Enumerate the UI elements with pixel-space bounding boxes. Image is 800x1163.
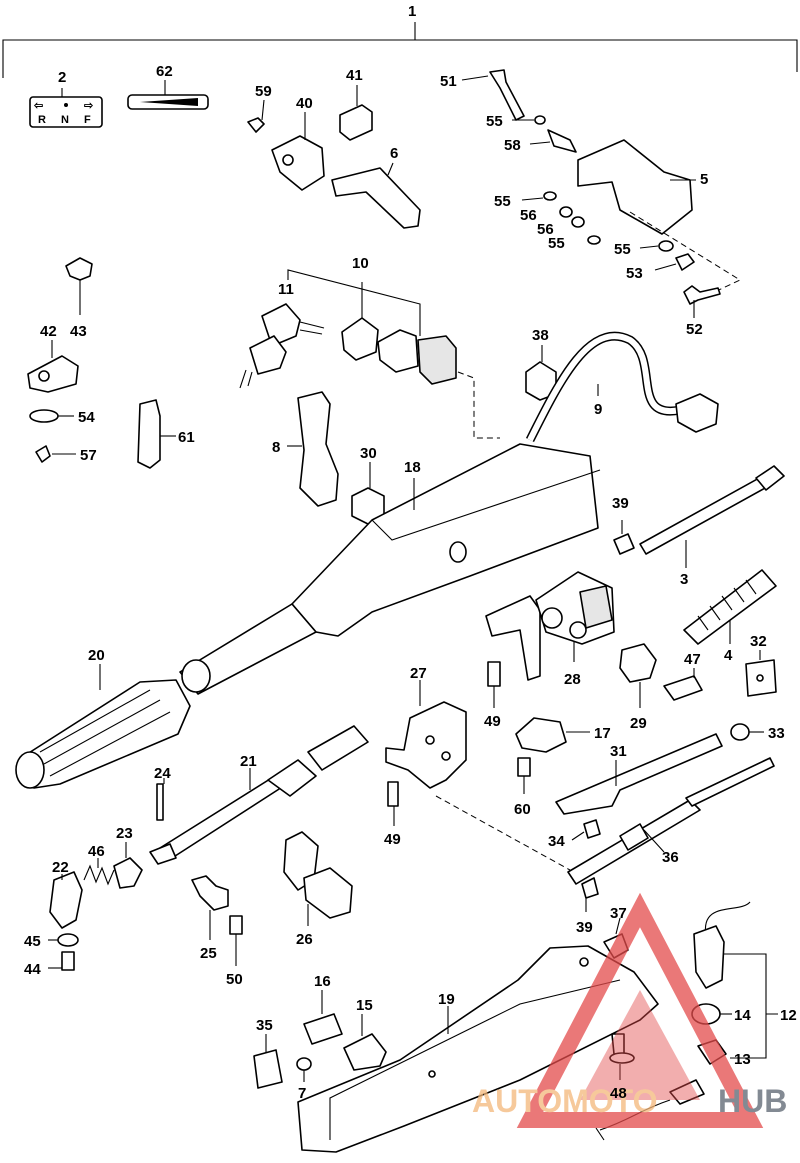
shift-letter-n: N [61, 114, 69, 126]
callout-36: 36 [662, 849, 679, 866]
callout-14: 14 [734, 1007, 751, 1024]
lower-bracket [385, 680, 571, 871]
callout-57: 57 [80, 447, 97, 464]
shift-letter-f: F [84, 114, 91, 126]
indicator-tape [127, 80, 209, 110]
shift-indicator-plate: ⇦ ⇨ R N F [29, 88, 103, 128]
throttle-cable [567, 757, 775, 912]
callout-41: 41 [346, 67, 363, 84]
callout-26: 26 [296, 931, 313, 948]
callout-44: 44 [24, 961, 41, 978]
callout-52: 52 [686, 321, 703, 338]
callout-39a: 39 [612, 495, 629, 512]
callout-17: 17 [594, 725, 611, 742]
callout-55d: 55 [614, 241, 631, 258]
callout-labels: 1 2 62 59 40 41 6 51 55 58 5 55 56 56 55… [24, 3, 797, 1102]
callout-10: 10 [352, 255, 369, 272]
callout-1: 1 [408, 3, 416, 20]
callout-5: 5 [700, 171, 708, 188]
right-arrow-icon: ⇨ [84, 100, 94, 112]
callout-33: 33 [768, 725, 785, 742]
callout-39b: 39 [576, 919, 593, 936]
callout-55b: 55 [494, 193, 511, 210]
callout-56a: 56 [520, 207, 537, 224]
callout-37: 37 [610, 905, 627, 922]
callout-55a: 55 [486, 113, 503, 130]
callout-4: 4 [724, 647, 733, 664]
shift-mechanism [485, 571, 777, 741]
callout-49b: 49 [384, 831, 401, 848]
callout-34: 34 [548, 833, 565, 850]
callout-9: 9 [594, 401, 602, 418]
callout-59: 59 [255, 83, 272, 100]
callout-49a: 49 [484, 713, 501, 730]
callout-6: 6 [390, 145, 398, 162]
automotohub-watermark-logo: AUTOMOTO HUB [472, 892, 787, 1128]
switch-bracket-assembly [247, 85, 421, 229]
callout-19: 19 [438, 991, 455, 1008]
callout-12: 12 [780, 1007, 797, 1024]
watermark-text-automoto: AUTOMOTO [472, 1083, 657, 1119]
callout-53: 53 [626, 265, 643, 282]
tilt-bracket-assembly [461, 69, 742, 318]
left-arrow-icon: ⇦ [33, 100, 43, 112]
callout-21: 21 [240, 753, 257, 770]
callout-45: 45 [24, 933, 41, 950]
shift-lever [287, 391, 385, 525]
callout-60: 60 [514, 801, 531, 818]
callout-11: 11 [278, 281, 294, 298]
ignition-key-set [239, 269, 457, 389]
callout-30: 30 [360, 445, 377, 462]
callout-38: 38 [532, 327, 549, 344]
callout-50: 50 [226, 971, 243, 988]
callout-61: 61 [178, 429, 195, 446]
callout-22: 22 [52, 859, 69, 876]
group-bracket [2, 22, 798, 78]
callout-7: 7 [298, 1085, 306, 1102]
shift-cable-assembly [613, 465, 785, 645]
cable-clamps [191, 831, 353, 966]
callout-40: 40 [296, 95, 313, 112]
callout-54: 54 [78, 409, 95, 426]
throttle-grip [15, 664, 191, 789]
wiring-harness [457, 331, 719, 443]
callout-2: 2 [58, 69, 66, 86]
trim-small-parts [27, 257, 176, 469]
cover-and-link [515, 717, 723, 815]
callout-46: 46 [88, 843, 105, 860]
callout-48: 48 [610, 1085, 627, 1102]
callout-35: 35 [256, 1017, 273, 1034]
callout-56b: 56 [537, 221, 554, 238]
throttle-friction-parts [48, 842, 143, 971]
callout-16: 16 [314, 973, 331, 990]
callout-43: 43 [70, 323, 87, 340]
callout-8: 8 [272, 439, 280, 456]
callout-29: 29 [630, 715, 647, 732]
callout-55c: 55 [548, 235, 565, 252]
callout-51: 51 [440, 73, 457, 90]
bottom-cover [253, 945, 659, 1153]
throttle-shaft [149, 725, 369, 865]
callout-32: 32 [750, 633, 767, 650]
callout-18: 18 [404, 459, 421, 476]
callout-31: 31 [610, 743, 627, 760]
watermark-text-hub: HUB [718, 1083, 787, 1119]
callout-3: 3 [680, 571, 688, 588]
callout-23: 23 [116, 825, 133, 842]
callout-47: 47 [684, 651, 701, 668]
callout-20: 20 [88, 647, 105, 664]
callout-58: 58 [504, 137, 521, 154]
callout-24: 24 [154, 765, 171, 782]
callout-15: 15 [356, 997, 373, 1014]
callout-25: 25 [200, 945, 217, 962]
callout-27: 27 [410, 665, 427, 682]
tiller-handle-body [179, 443, 601, 695]
callout-13: 13 [734, 1051, 751, 1068]
callout-42: 42 [40, 323, 57, 340]
callout-28: 28 [564, 671, 581, 688]
shift-letter-r: R [38, 114, 46, 126]
callout-62: 62 [156, 63, 173, 80]
